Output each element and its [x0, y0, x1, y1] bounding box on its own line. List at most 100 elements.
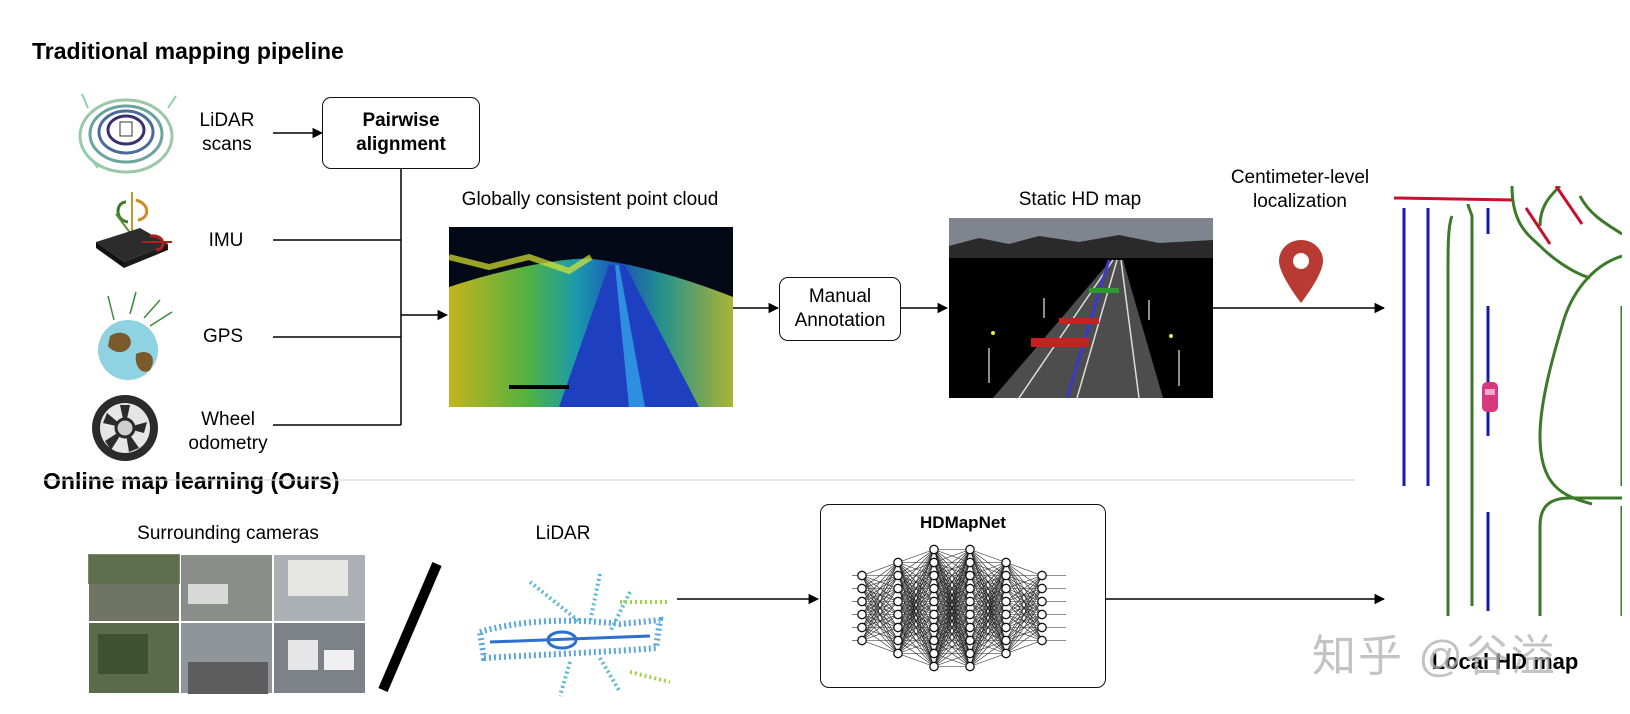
wheel-odometry-label: Wheel odometry	[188, 409, 268, 454]
nn-edge	[933, 549, 971, 576]
nn-edge	[897, 588, 935, 654]
gps-label: GPS	[202, 326, 244, 347]
nn-node	[893, 596, 903, 607]
nn-edge	[969, 562, 1007, 576]
manual-annotation-box: Manual Annotation	[779, 277, 901, 341]
nn-node	[965, 596, 975, 607]
nn-edge	[897, 549, 935, 602]
nn-edge	[933, 549, 971, 654]
nn-edge	[861, 562, 899, 628]
nn-edge	[897, 549, 935, 628]
nn-node	[1037, 622, 1047, 633]
nn-node	[1001, 622, 1011, 633]
nn-edge	[1005, 575, 1043, 641]
nn-node	[893, 583, 903, 594]
nn-node	[929, 622, 939, 633]
nn-node	[965, 622, 975, 633]
nn-edge	[933, 627, 971, 667]
nn-edge	[861, 627, 899, 641]
nn-edge	[897, 549, 935, 563]
nn-node	[1001, 648, 1011, 659]
nn-edge	[897, 614, 935, 654]
nn-edge	[969, 562, 1007, 615]
imu-chip-icon	[96, 192, 172, 268]
nn-edge	[897, 653, 935, 667]
nn-edge	[861, 562, 899, 602]
nn-node	[893, 635, 903, 646]
nn-edge	[897, 549, 935, 576]
nn-node	[1037, 609, 1047, 620]
nn-edge	[933, 549, 971, 602]
nn-node	[965, 583, 975, 594]
nn-edge	[1005, 575, 1043, 654]
pairwise-alignment-box: Pairwise alignment	[322, 97, 480, 169]
nn-node	[1037, 570, 1047, 581]
nn-node	[965, 557, 975, 568]
imu-label: IMU	[208, 230, 244, 251]
nn-edge	[1005, 627, 1043, 654]
nn-edge	[861, 575, 899, 641]
nn-edge	[933, 549, 971, 589]
nn-edge	[933, 653, 971, 667]
nn-edge	[969, 601, 1007, 667]
nn-node	[929, 648, 939, 659]
nn-node	[929, 583, 939, 594]
nn-edge	[969, 562, 1007, 654]
nn-edge	[1005, 614, 1043, 654]
nn-edge	[969, 562, 1007, 667]
nn-node	[1001, 583, 1011, 594]
nn-node	[1037, 596, 1047, 607]
nn-edge	[861, 640, 899, 654]
nn-node	[929, 596, 939, 607]
nn-edge	[1005, 588, 1043, 654]
nn-edge	[861, 562, 899, 615]
nn-edge	[933, 588, 971, 667]
nn-node	[893, 622, 903, 633]
nn-edge	[969, 575, 1007, 667]
nn-node	[1001, 609, 1011, 620]
nn-edge	[861, 588, 899, 641]
local-hd-map-image	[1393, 186, 1622, 616]
nn-edge	[969, 653, 1007, 667]
nn-edge	[969, 640, 1007, 667]
nn-edge	[969, 562, 1007, 602]
nn-node	[929, 570, 939, 581]
lidar-scan-thumbnail	[78, 88, 178, 174]
nn-node	[1001, 557, 1011, 568]
nn-edge	[861, 601, 899, 641]
nn-edge	[933, 575, 971, 667]
nn-node	[893, 570, 903, 581]
nn-edge	[1005, 575, 1043, 615]
nn-node	[1037, 635, 1047, 646]
gps-globe-icon	[98, 291, 173, 380]
nn-node	[857, 596, 867, 607]
or-slash-divider	[378, 562, 442, 692]
nn-edge	[897, 627, 935, 654]
static-hd-map-label: Static HD map	[1018, 189, 1142, 210]
nn-edge	[897, 549, 935, 589]
nn-node	[965, 648, 975, 659]
nn-node	[857, 622, 867, 633]
nn-edge	[897, 562, 935, 654]
camera-images-grid	[88, 554, 366, 694]
nn-edge	[969, 562, 1007, 589]
nn-edge	[969, 562, 1007, 628]
nn-edge	[1005, 562, 1043, 576]
nn-edge	[933, 549, 971, 628]
nn-node	[965, 609, 975, 620]
local-hd-map-label: Local HD map	[1431, 649, 1579, 674]
nn-edge	[897, 549, 935, 641]
nn-node	[893, 609, 903, 620]
nn-node	[965, 661, 975, 672]
surrounding-cameras-label: Surrounding cameras	[137, 523, 319, 544]
nn-edge	[933, 601, 971, 667]
nn-edge	[861, 614, 899, 641]
nn-edge	[861, 562, 899, 641]
nn-edge	[933, 549, 971, 641]
nn-node	[965, 570, 975, 581]
nn-edge	[969, 549, 1007, 563]
nn-node	[929, 635, 939, 646]
nn-node	[965, 544, 975, 555]
nn-edge	[933, 549, 971, 615]
nn-node	[857, 609, 867, 620]
